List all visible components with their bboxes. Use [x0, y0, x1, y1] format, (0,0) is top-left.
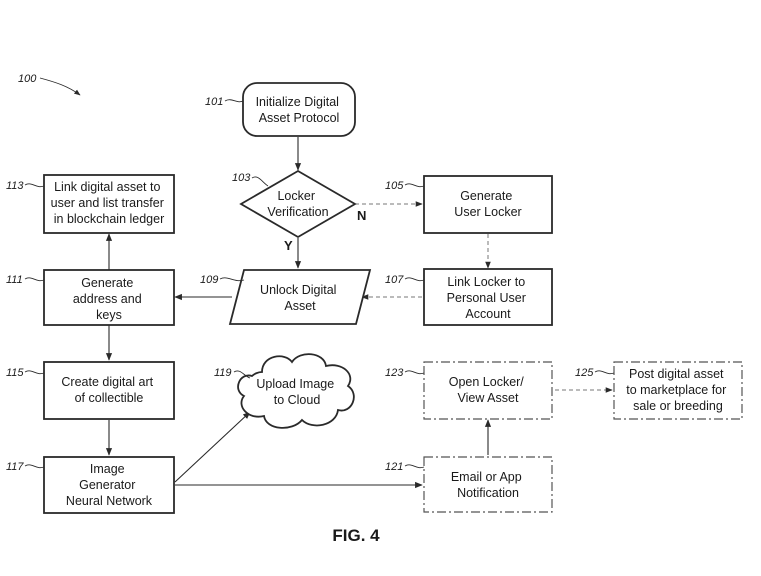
node-101-ref: 101 [205, 96, 223, 108]
node-109-unlock-asset: Unlock Digital Asset 109 [200, 269, 372, 325]
node-115-create-art: Create digital art of collectible 115 [6, 361, 175, 420]
node-121-notification: Email or App Notification 121 [385, 456, 553, 513]
node-101-initialize: Initialize Digital Asset Protocol 101 [205, 82, 356, 137]
node-103-label: Locker Verification [267, 189, 328, 219]
node-115-ref: 115 [6, 367, 24, 379]
node-107-ref: 107 [385, 274, 404, 286]
node-117-label: Image Generator Neural Network [66, 462, 153, 508]
node-125-ref: 125 [575, 367, 594, 379]
arrow-117-to-119 [174, 411, 251, 483]
node-105-ref: 105 [385, 180, 404, 192]
node-101-label: Initialize Digital Asset Protocol [256, 95, 343, 125]
node-105-generate-locker: Generate User Locker 105 [385, 175, 553, 234]
node-115-label: Create digital art of collectible [61, 375, 156, 405]
node-123-label: Open Locker/ View Asset [449, 375, 528, 405]
node-125-label: Post digital asset to marketplace for sa… [626, 367, 730, 413]
node-111-generate-keys: Generate address and keys 111 [6, 269, 175, 326]
node-111-label: Generate address and keys [73, 276, 145, 322]
node-113-blockchain-ledger: Link digital asset to user and list tran… [6, 174, 175, 234]
node-119-upload-cloud: Upload Image to Cloud 119 [214, 353, 355, 429]
node-103-ref: 103 [232, 172, 251, 184]
node-105-label: Generate User Locker [454, 189, 521, 219]
node-121-ref: 121 [385, 461, 403, 473]
figure-label: FIG. 4 [332, 526, 380, 545]
node-107-label: Link Locker to Personal User Account [447, 275, 530, 321]
node-119-ref: 119 [214, 367, 232, 379]
node-123-open-locker: Open Locker/ View Asset 123 [385, 361, 553, 420]
node-117-ref: 117 [6, 461, 24, 473]
branch-label-yes: Y [284, 238, 293, 253]
node-117-neural-network: Image Generator Neural Network 117 [6, 456, 175, 514]
node-109-label: Unlock Digital Asset [260, 283, 340, 313]
node-113-ref: 113 [6, 180, 24, 192]
node-109-ref: 109 [200, 274, 218, 286]
node-125-marketplace: Post digital asset to marketplace for sa… [575, 361, 743, 420]
node-119-label: Upload Image to Cloud [256, 377, 337, 407]
diagram-reference: 100 [18, 73, 81, 96]
node-113-label: Link digital asset to user and list tran… [51, 180, 168, 226]
connectors [105, 137, 613, 489]
node-123-ref: 123 [385, 367, 404, 379]
branch-label-no: N [357, 208, 366, 223]
node-111-ref: 111 [6, 274, 23, 286]
node-103-verification-decision: Locker Verification 103 [232, 169, 357, 239]
node-121-label: Email or App Notification [451, 470, 525, 500]
node-107-link-locker: Link Locker to Personal User Account 107 [385, 268, 553, 326]
diagram-ref-number: 100 [18, 73, 37, 85]
